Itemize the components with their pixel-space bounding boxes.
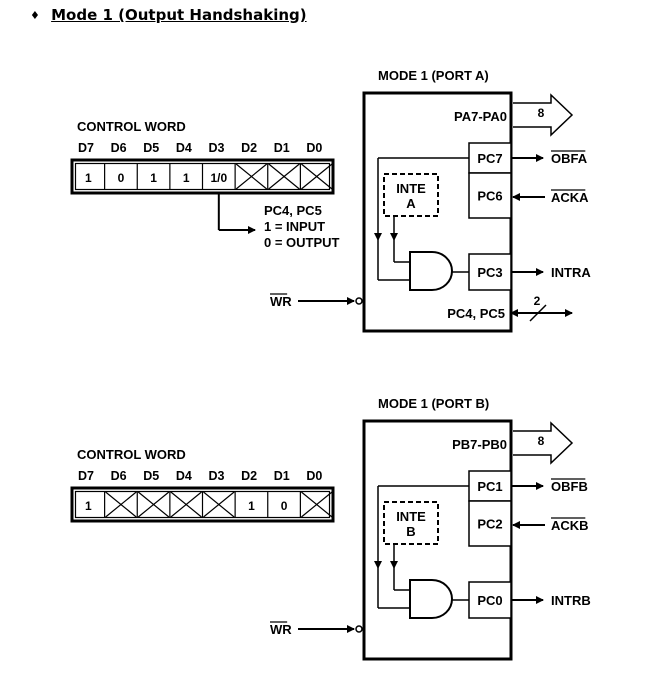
- bit-label: D5: [143, 141, 159, 155]
- extra-bus-width: 2: [534, 294, 541, 308]
- inte-port-label: A: [406, 196, 416, 211]
- pin-label-ack: PC2: [477, 517, 502, 532]
- bit-dont-care-cross: [235, 163, 268, 190]
- intr-signal: INTRB: [551, 593, 591, 608]
- pin-box-intr: [468, 253, 512, 291]
- and-gate: [409, 579, 453, 619]
- inte-port-label: B: [406, 524, 415, 539]
- pin-box-ack: [468, 172, 512, 219]
- bit-label: D2: [241, 469, 257, 483]
- control-word-register: [70, 158, 335, 195]
- bit-label: D6: [111, 469, 127, 483]
- port-b-diagram: MODE 1 (PORT B) CONTROL WORD D7 D6 D5 D4 D3 D2 D…: [70, 396, 591, 661]
- control-word-title: CONTROL WORD: [77, 119, 186, 134]
- data-bus-arrow: [513, 93, 574, 137]
- pin-label-ack: PC6: [477, 189, 502, 204]
- bit-dont-care-cross: [203, 491, 235, 518]
- bit-label: D2: [241, 141, 257, 155]
- extra-bus-slash: [529, 304, 547, 322]
- bit-label: D0: [306, 141, 322, 155]
- bit-label: D7: [78, 141, 94, 155]
- bit-value: 1: [248, 499, 255, 513]
- bus-width-label: 8: [538, 434, 545, 448]
- wr-inversion-bubble: [355, 297, 363, 305]
- inte-label: INTE: [396, 181, 426, 196]
- pin-label-obf: PC1: [477, 479, 502, 494]
- bit-dont-care-cross: [137, 491, 170, 518]
- pin-label-intr: PC3: [477, 265, 502, 280]
- bit-dont-care-cross: [300, 163, 333, 190]
- bit-label: D0: [306, 469, 322, 483]
- pin-label-extra: PC4, PC5: [447, 306, 505, 321]
- intr-signal: INTRA: [551, 265, 591, 280]
- bit-value: 1: [85, 171, 92, 185]
- pin-box-obf: [468, 470, 512, 502]
- ack-signal: ACKB: [551, 518, 589, 533]
- inte-label: INTE: [396, 509, 426, 524]
- bit-value: 1/0: [210, 171, 227, 185]
- data-bus-arrow: [513, 421, 574, 465]
- bit-label: D1: [274, 469, 290, 483]
- port-a-diagram: MODE 1 (PORT A) CONTROL WORD D7 D6 D5 D4 D3 D2 D…: [70, 68, 591, 333]
- pin-box-obf: [468, 142, 512, 174]
- wr-label: WR: [270, 294, 292, 309]
- pin-box-ack: [468, 500, 512, 547]
- mode-title: MODE 1 (PORT B): [378, 396, 489, 411]
- bit-label: D4: [176, 141, 192, 155]
- ack-signal: ACKA: [551, 190, 589, 205]
- bit-label: D3: [209, 141, 225, 155]
- bit-label: D6: [111, 141, 127, 155]
- bit-dont-care-cross: [268, 163, 300, 190]
- diamond-bullet-icon: ♦: [30, 9, 40, 22]
- and-gate: [409, 251, 453, 291]
- note-line: PC4, PC5: [264, 203, 322, 218]
- bit-value: 0: [118, 171, 125, 185]
- control-word-title: CONTROL WORD: [77, 447, 186, 462]
- note-line: 1 = INPUT: [264, 219, 325, 234]
- obf-signal: OBFA: [551, 151, 588, 166]
- bit-label: D3: [209, 469, 225, 483]
- port-bus-label: PA7-PA0: [454, 109, 507, 124]
- bit-value: 1: [150, 171, 157, 185]
- inte-flipflop: [383, 501, 439, 545]
- section-heading: ♦ Mode 1 (Output Handshaking): [30, 6, 307, 24]
- note-line: 0 = OUTPUT: [264, 235, 340, 250]
- bit-label: D5: [143, 469, 159, 483]
- port-bus-label: PB7-PB0: [452, 437, 507, 452]
- bit-dont-care-cross: [170, 491, 202, 518]
- mode-title: MODE 1 (PORT A): [378, 68, 489, 83]
- bit-value: 0: [281, 499, 288, 513]
- bit-value: 1: [85, 499, 92, 513]
- bit-label: D4: [176, 469, 192, 483]
- bit-label: D7: [78, 469, 94, 483]
- bit-label: D1: [274, 141, 290, 155]
- wr-inversion-bubble: [355, 625, 363, 633]
- pin-label-obf: PC7: [477, 151, 502, 166]
- section-title: Mode 1 (Output Handshaking): [51, 6, 307, 24]
- wr-label: WR: [270, 622, 292, 637]
- control-word-register: [70, 486, 335, 523]
- pin-label-intr: PC0: [477, 593, 502, 608]
- bit-dont-care-cross: [105, 491, 137, 518]
- inte-flipflop: [383, 173, 439, 217]
- obf-signal: OBFB: [551, 479, 588, 494]
- bus-width-label: 8: [538, 106, 545, 120]
- bit-dont-care-cross: [300, 491, 333, 518]
- bit-value: 1: [183, 171, 190, 185]
